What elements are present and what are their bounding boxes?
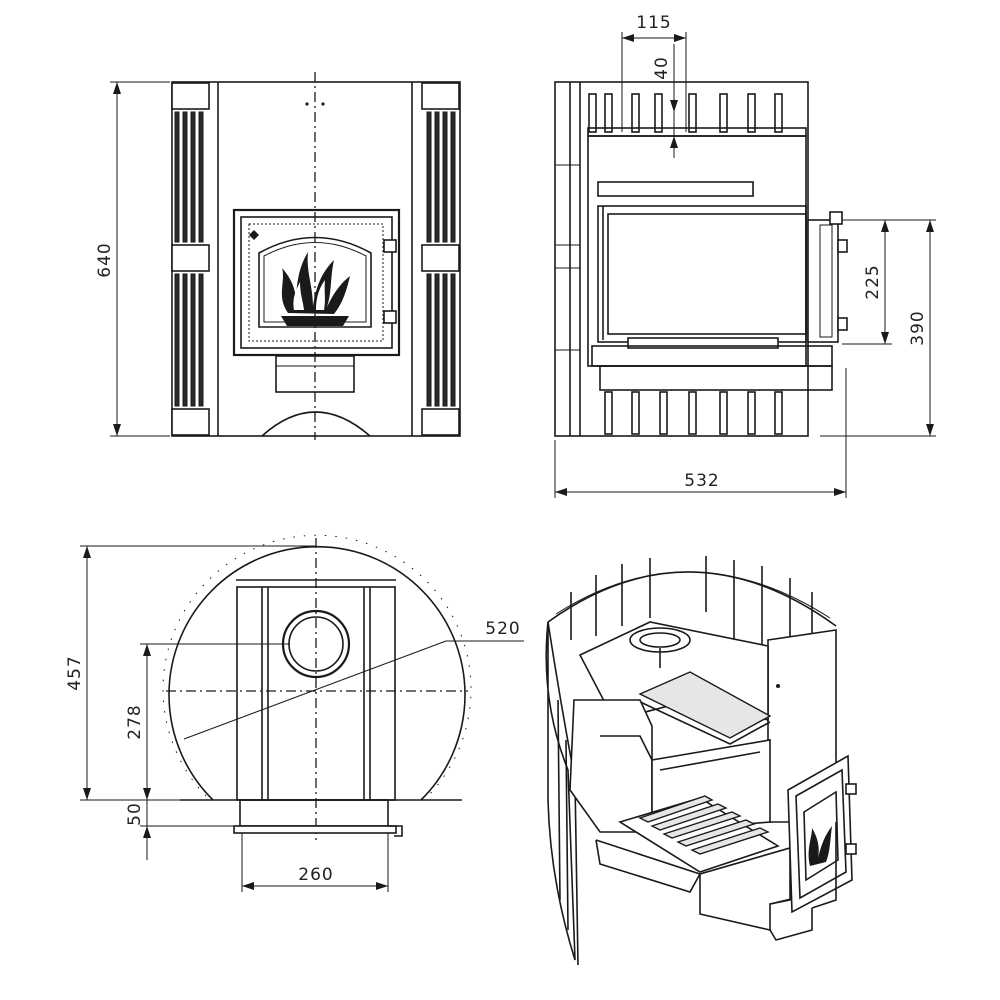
- top-diameter-dim: 520: [485, 619, 520, 639]
- side-view: 115 40: [554, 13, 936, 498]
- side-height-dim: 390: [908, 310, 928, 345]
- top-view: 520 457 278 50 260: [65, 534, 524, 892]
- isometric-view: [545, 556, 857, 966]
- top-base-dim: 260: [298, 865, 333, 885]
- front-view: 640: [95, 72, 461, 440]
- top-bars: [588, 93, 783, 133]
- right-stone-ribs: [426, 111, 456, 407]
- top-depth-dim: 457: [65, 655, 85, 690]
- cage-bars-left: [557, 699, 569, 931]
- side-offset-dim: 40: [652, 56, 672, 80]
- bottom-bars: [604, 391, 783, 435]
- top-step-dim: 50: [125, 802, 145, 826]
- side-top-dim: 115: [636, 13, 671, 33]
- left-stone-ribs: [174, 111, 204, 407]
- flame-icon: [281, 252, 350, 326]
- side-door-dim: 225: [863, 264, 883, 299]
- cage-bars-back: [570, 556, 813, 660]
- front-height-dim: 640: [95, 242, 115, 277]
- fire-door: [232, 208, 401, 357]
- top-center-dim: 278: [125, 704, 145, 739]
- side-depth-dim: 532: [684, 471, 719, 491]
- grate-bars: [638, 795, 770, 855]
